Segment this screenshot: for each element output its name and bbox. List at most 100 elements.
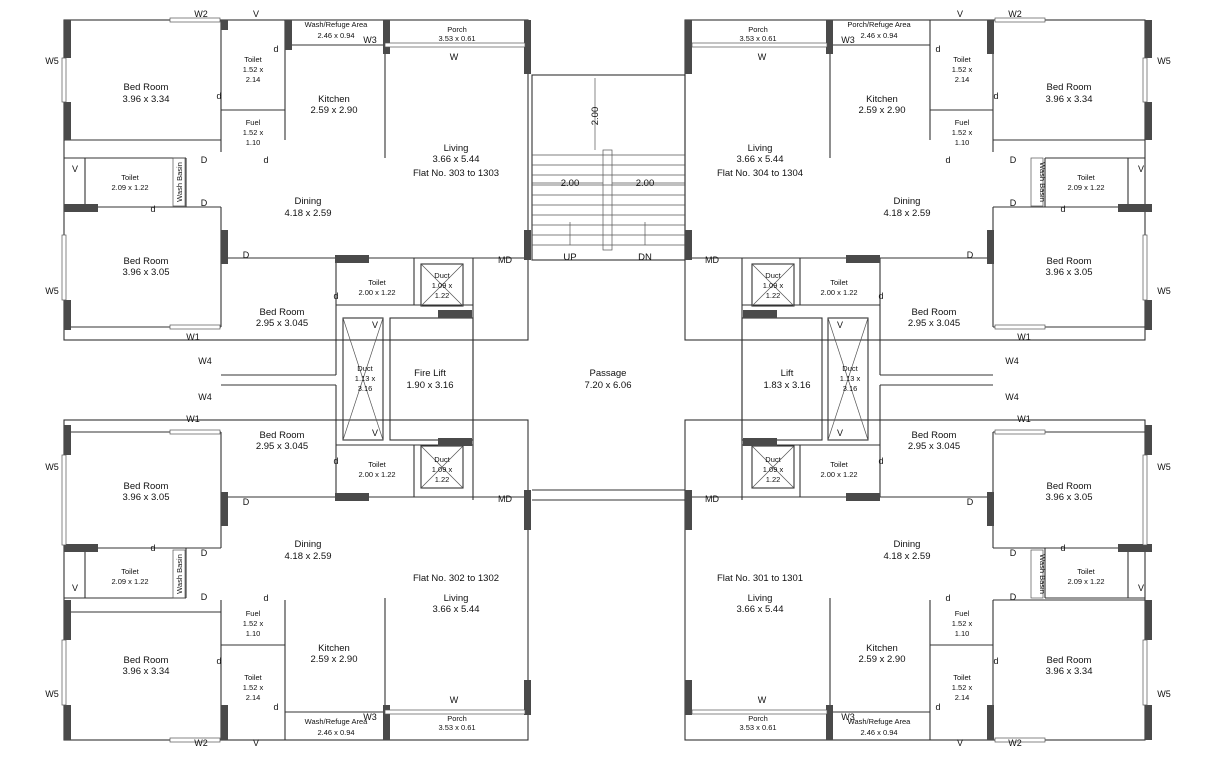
door-tag: D	[967, 497, 974, 507]
room-size: 1.13 x	[840, 374, 861, 383]
room-name: Toilet	[368, 278, 386, 287]
wash-basin-label: Wash Basin	[175, 554, 184, 594]
room-size: 3.96 x 3.34	[122, 666, 169, 677]
room-size: 3.53 x 0.61	[739, 723, 776, 732]
door-tag: D	[243, 497, 250, 507]
room-name: Toilet	[244, 55, 262, 64]
room-labels: Bed Room 3.96 x 3.34 Toilet 1.52 x 2.14 …	[111, 20, 1104, 737]
window-tag: W5	[45, 56, 59, 66]
room-size: 1.22	[766, 475, 781, 484]
small-door-tag: d	[1060, 204, 1065, 214]
vent-tag: V	[837, 320, 843, 330]
room-size: 2.59 x 2.90	[858, 654, 905, 665]
window-tag: W5	[45, 689, 59, 699]
wash-basin-label: Wash Basin	[175, 162, 184, 202]
small-door-tag: d	[1060, 543, 1065, 553]
small-door-tag: d	[878, 456, 883, 466]
vent-tag: V	[253, 9, 259, 19]
room-size: 2.00 x 1.22	[820, 288, 857, 297]
small-door-tag: d	[150, 543, 155, 553]
stair-up-label: UP	[563, 252, 576, 263]
stair-dimension: 2.00	[636, 178, 655, 189]
room-size: 2.46 x 0.94	[860, 728, 897, 737]
room-name: Dining	[894, 196, 921, 207]
room-name: Toilet	[244, 673, 262, 682]
room-size: 2.46 x 0.94	[860, 31, 897, 40]
room-size: 3.66 x 5.44	[736, 604, 783, 615]
room-size: 1.10	[955, 138, 970, 147]
room-size: 3.96 x 3.05	[1045, 267, 1092, 278]
window-tag: W	[450, 695, 459, 705]
room-size: 1.13 x	[355, 374, 376, 383]
room-size: 2.00 x 1.22	[820, 470, 857, 479]
room-size: 1.09 x	[763, 281, 784, 290]
flat-number: Flat No. 301 to 1301	[717, 573, 803, 584]
room-size: 2.59 x 2.90	[310, 105, 357, 116]
room-name: Dining	[295, 196, 322, 207]
stair-dimension: 2.00	[590, 107, 601, 126]
vent-tag: V	[253, 738, 259, 748]
window-tag: W5	[45, 462, 59, 472]
room-name: Porch/Refuge Area	[847, 20, 911, 29]
main-door-tag: MD	[705, 255, 719, 265]
room-name: Bed Room	[260, 430, 305, 441]
room-name: Toilet	[1077, 173, 1095, 182]
columns	[64, 20, 1152, 740]
room-name: Porch	[748, 25, 768, 34]
small-door-tag: d	[993, 91, 998, 101]
window-tag: W2	[1008, 738, 1022, 748]
room-name: Kitchen	[866, 643, 898, 654]
room-name: Kitchen	[318, 94, 350, 105]
room-name: Bed Room	[124, 256, 169, 267]
room-size: 2.59 x 2.90	[310, 654, 357, 665]
wash-basin-label: Wash Basin	[1038, 162, 1047, 202]
window-tag: W5	[1157, 286, 1171, 296]
room-size: 1.09 x	[432, 465, 453, 474]
room-size: 1.52 x	[243, 128, 264, 137]
small-door-tag: d	[935, 44, 940, 54]
room-name: Bed Room	[912, 430, 957, 441]
window-tag: W3	[363, 712, 377, 722]
main-door-tag: MD	[498, 494, 512, 504]
window-tag: W1	[1017, 332, 1031, 342]
vent-tag: V	[1138, 164, 1144, 174]
room-size: 1.52 x	[952, 65, 973, 74]
vent-tag: V	[72, 164, 78, 174]
room-name: Lift	[781, 368, 794, 379]
room-size: 2.95 x 3.045	[256, 441, 308, 452]
room-size: 3.53 x 0.61	[739, 34, 776, 43]
window-tag: W	[450, 52, 459, 62]
room-name: Bed Room	[1047, 256, 1092, 267]
opening-tags: W5 W5 W5 W5 W5 W5 W5 W5 W2 W2 W2 W2 V V …	[45, 9, 1171, 748]
room-name: Duct	[434, 455, 450, 464]
room-size: 1.09 x	[432, 281, 453, 290]
room-name: Toilet	[1077, 567, 1095, 576]
door-tag: D	[201, 198, 208, 208]
room-size: 2.00 x 1.22	[358, 288, 395, 297]
room-name: Fire Lift	[414, 368, 446, 379]
window-tag: W3	[841, 712, 855, 722]
room-size: 3.53 x 0.61	[438, 723, 475, 732]
small-door-tag: d	[273, 44, 278, 54]
room-size: 1.10	[246, 629, 261, 638]
room-size: 2.14	[246, 693, 261, 702]
vent-tag: V	[1138, 583, 1144, 593]
window-tag: W1	[186, 414, 200, 424]
door-tag: D	[201, 155, 208, 165]
window-tag: W1	[186, 332, 200, 342]
room-size: 3.96 x 3.34	[1045, 666, 1092, 677]
room-name: Fuel	[955, 118, 970, 127]
window-tag: W1	[1017, 414, 1031, 424]
room-size: 7.20 x 6.06	[584, 380, 631, 391]
room-name: Living	[748, 593, 773, 604]
small-door-tag: d	[150, 204, 155, 214]
room-size: 3.66 x 5.44	[432, 154, 479, 165]
room-name: Living	[444, 593, 469, 604]
room-name: Duct	[765, 271, 781, 280]
room-size: 2.14	[955, 693, 970, 702]
room-size: 1.83 x 3.16	[763, 380, 810, 391]
vent-tag: V	[957, 738, 963, 748]
small-door-tag: d	[263, 593, 268, 603]
room-size: 2.14	[955, 75, 970, 84]
small-door-tag: d	[216, 656, 221, 666]
